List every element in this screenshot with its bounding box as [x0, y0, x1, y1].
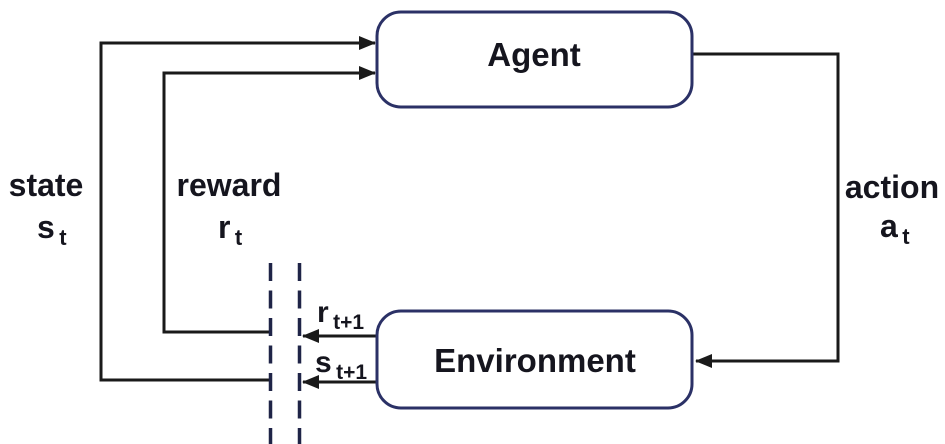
reward-word-label: reward [177, 167, 282, 203]
state-word-label: state [9, 167, 84, 203]
next-state-symbol-label: s t+1 [315, 346, 367, 384]
state-loop-arrow [99, 36, 376, 382]
action-loop-arrow [692, 52, 840, 368]
agent-box [375, 10, 694, 109]
reward-symbol-main: r [218, 209, 230, 245]
action-symbol-label: a t [880, 208, 910, 249]
next-reward-symbol-main: r [317, 296, 329, 329]
action-word-label: action [845, 169, 939, 205]
environment-box [375, 309, 694, 410]
state-symbol-subscript: t [59, 225, 67, 250]
reward-symbol-subscript: t [235, 225, 243, 250]
action-symbol-main: a [880, 208, 898, 244]
next-reward-symbol-subscript: t+1 [333, 311, 364, 334]
state-symbol-main: s [37, 209, 55, 245]
agent-label: Agent [487, 36, 581, 73]
state-symbol-label: s t [37, 209, 67, 250]
reward-symbol-label: r t [218, 209, 243, 250]
environment-label: Environment [434, 342, 636, 379]
next-reward-symbol-label: r t+1 [317, 296, 364, 334]
reward-loop-arrow [162, 66, 376, 334]
next-state-symbol-subscript: t+1 [336, 361, 367, 384]
action-symbol-subscript: t [902, 224, 910, 249]
next-state-symbol-main: s [315, 346, 332, 379]
